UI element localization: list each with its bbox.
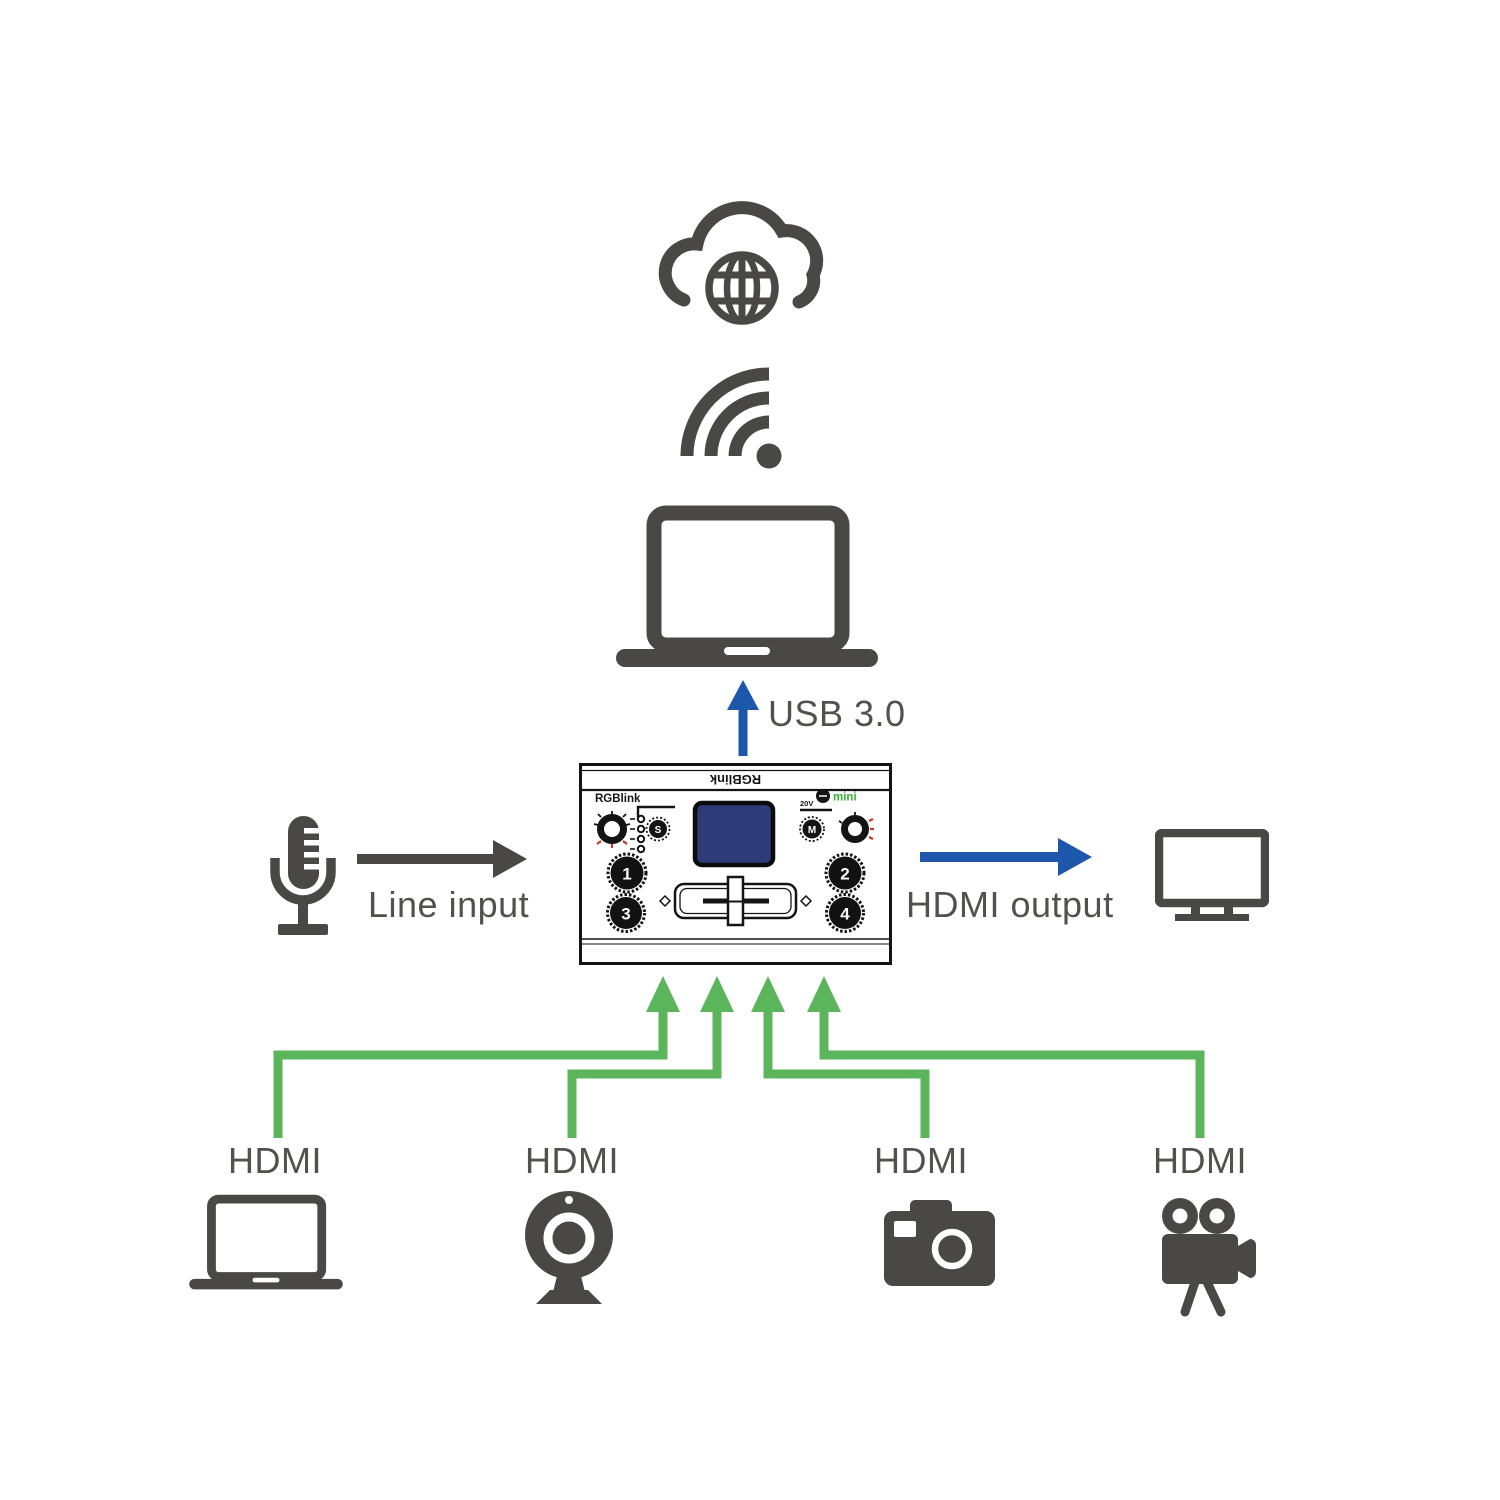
audio-knob[interactable] (593, 811, 631, 848)
video-camera-icon (1162, 1198, 1256, 1317)
s-knob[interactable]: S (645, 816, 671, 842)
usb-arrow-up (727, 680, 759, 756)
device-brand-label: RGBlink (595, 793, 641, 805)
svg-text:S: S (655, 825, 662, 836)
menu-knob[interactable] (838, 812, 874, 843)
m-knob[interactable]: M (799, 816, 825, 842)
source-button-2[interactable]: 2 (824, 852, 866, 894)
source-button-1[interactable]: 1 (606, 852, 648, 894)
line-input-arrow (357, 840, 527, 878)
webcam-icon (525, 1191, 613, 1304)
laptop-source-icon (189, 1194, 343, 1290)
cloud-internet-icon (658, 201, 824, 332)
hdmi-label-3: HDMI (874, 1140, 968, 1181)
hdmi-label-2: HDMI (525, 1140, 619, 1181)
wifi-icon (680, 367, 782, 469)
status-leds (636, 814, 646, 854)
hdmi-label-1: HDMI (228, 1140, 322, 1181)
svg-text:3: 3 (621, 905, 630, 924)
source-button-3[interactable]: 3 (606, 893, 646, 933)
svg-text:4: 4 (840, 905, 850, 924)
hdmi-output-label: HDMI output (906, 884, 1114, 925)
svg-text:1: 1 (622, 865, 631, 884)
usb-label: USB 3.0 (768, 693, 906, 734)
hdmi-label-4: HDMI (1153, 1140, 1247, 1181)
line-input-label: Line input (368, 884, 530, 925)
laptop-top-icon (616, 505, 878, 667)
source-button-4[interactable]: 4 (825, 893, 865, 933)
photo-camera-icon (884, 1200, 995, 1286)
device-model-label: mini (833, 792, 857, 804)
power-label: 20V (800, 799, 813, 808)
globe-icon (698, 244, 786, 332)
monitor-icon (1155, 829, 1269, 921)
svg-text:M: M (808, 825, 816, 836)
t-bar-fader[interactable] (673, 875, 798, 927)
lcd-screen (692, 800, 776, 868)
hdmi-output-arrow (920, 838, 1092, 876)
microphone-icon (270, 816, 336, 935)
device-rear-brand: RGBlink (709, 772, 761, 787)
svg-text:2: 2 (840, 865, 849, 884)
video-switcher-device: RGBlink RGBlink mini (579, 763, 892, 965)
